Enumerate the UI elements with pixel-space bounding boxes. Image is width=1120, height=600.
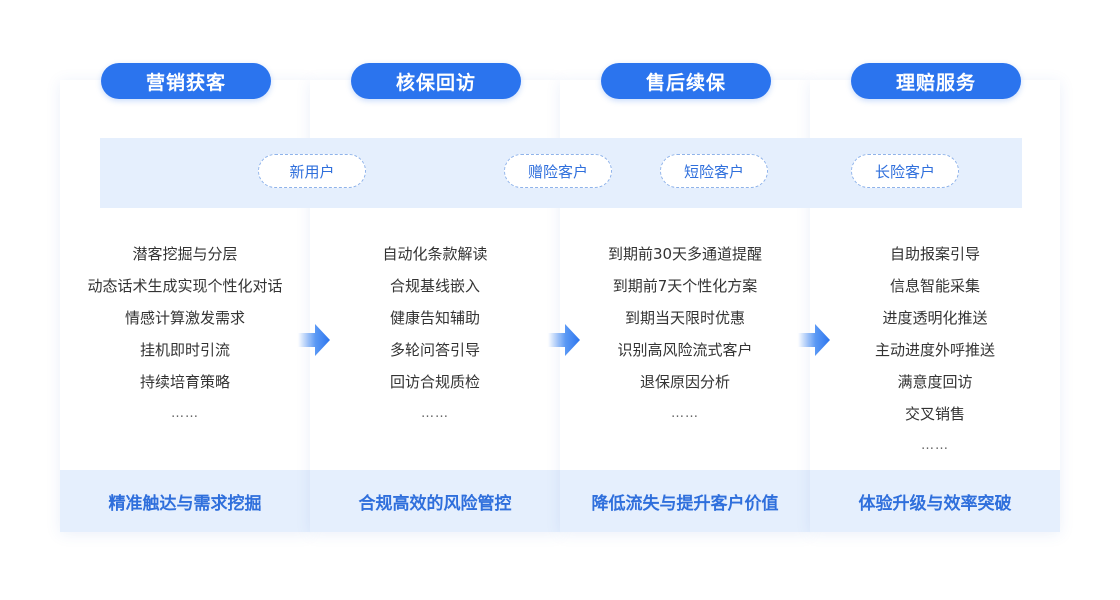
stage-title-marketing: 营销获客 xyxy=(101,63,271,99)
list-item-ellipsis: …… xyxy=(171,406,199,421)
list-item: 潜客挖掘与分层 xyxy=(132,245,238,263)
list-item: 进度透明化推送 xyxy=(882,309,988,327)
customer-tag-short-term: 短险客户 xyxy=(660,154,768,188)
list-item: 满意度回访 xyxy=(897,373,973,391)
list-item: 情感计算激发需求 xyxy=(124,309,245,327)
list-item-ellipsis: …… xyxy=(921,438,949,453)
stage-footer-marketing: 精准触达与需求挖掘 xyxy=(60,470,310,532)
chevron-right-arrow-icon xyxy=(798,324,830,356)
chevron-right-arrow-icon xyxy=(298,324,330,356)
stage-list-marketing: 潜客挖掘与分层 动态话术生成实现个性化对话 情感计算激发需求 挂机即时引流 持续… xyxy=(60,238,310,430)
stage-title-renewal: 售后续保 xyxy=(601,63,771,99)
list-item: 到期当天限时优惠 xyxy=(624,309,745,327)
list-item-ellipsis: …… xyxy=(421,406,449,421)
list-item: 交叉销售 xyxy=(904,405,965,423)
list-item: 多轮问答引导 xyxy=(389,341,480,359)
stage-list-claims: 自助报案引导 信息智能采集 进度透明化推送 主动进度外呼推送 满意度回访 交叉销… xyxy=(810,238,1060,462)
list-item: 主动进度外呼推送 xyxy=(874,341,995,359)
customer-tag-new-user: 新用户 xyxy=(258,154,366,188)
list-item: 健康告知辅助 xyxy=(389,309,480,327)
stage-footer-underwriting: 合规高效的风险管控 xyxy=(310,470,560,532)
list-item: 到期前30天多通道提醒 xyxy=(607,245,763,263)
stage-footer-claims: 体验升级与效率突破 xyxy=(810,470,1060,532)
list-item: 自助报案引导 xyxy=(889,245,980,263)
list-item: 退保原因分析 xyxy=(639,373,730,391)
customer-tag-long-term: 长险客户 xyxy=(851,154,959,188)
stage-title-claims: 理赔服务 xyxy=(851,63,1021,99)
list-item: 合规基线嵌入 xyxy=(389,277,480,295)
list-item: 到期前7天个性化方案 xyxy=(612,277,758,295)
stage-list-underwriting: 自动化条款解读 合规基线嵌入 健康告知辅助 多轮问答引导 回访合规质检 …… xyxy=(310,238,560,430)
customer-tag-gift-insurance: 赠险客户 xyxy=(504,154,612,188)
list-item: 回访合规质检 xyxy=(389,373,480,391)
chevron-right-arrow-icon xyxy=(548,324,580,356)
list-item-ellipsis: …… xyxy=(671,406,699,421)
list-item: 动态话术生成实现个性化对话 xyxy=(87,277,283,295)
stage-list-renewal: 到期前30天多通道提醒 到期前7天个性化方案 到期当天限时优惠 识别高风险流式客… xyxy=(560,238,810,430)
list-item: 持续培育策略 xyxy=(139,373,230,391)
list-item: 信息智能采集 xyxy=(889,277,980,295)
list-item: 挂机即时引流 xyxy=(139,341,230,359)
list-item: 识别高风险流式客户 xyxy=(617,341,753,359)
stage-footer-renewal: 降低流失与提升客户价值 xyxy=(560,470,810,532)
list-item: 自动化条款解读 xyxy=(382,245,488,263)
stage-title-underwriting: 核保回访 xyxy=(351,63,521,99)
